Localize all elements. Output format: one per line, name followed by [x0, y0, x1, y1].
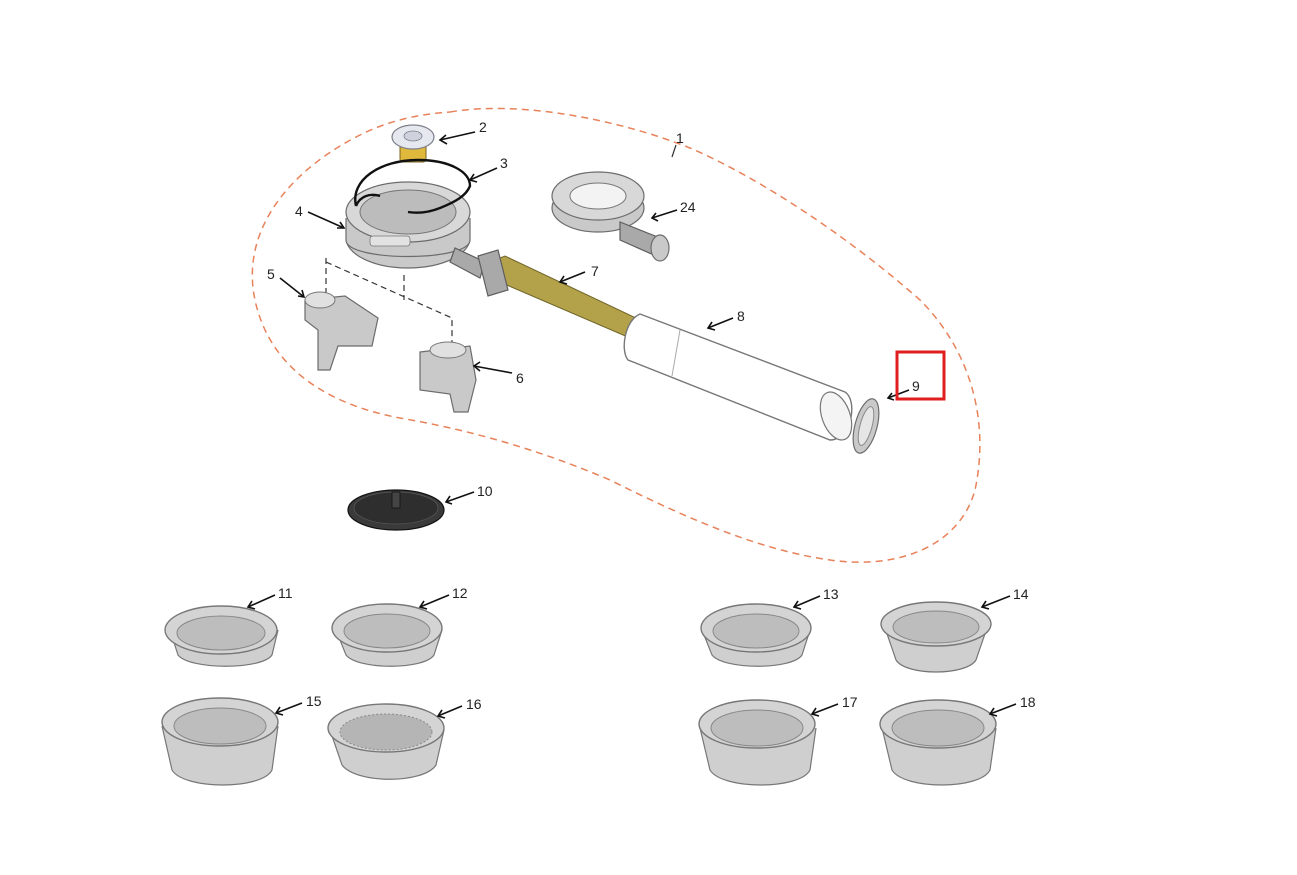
- basket-15: [161, 697, 279, 786]
- callout-label-2: 2: [479, 119, 487, 135]
- callout-label-6: 6: [516, 370, 524, 386]
- part-8-handle: [623, 313, 853, 441]
- basket-12: [331, 603, 443, 667]
- assembly-boundary-outline: [251, 107, 981, 563]
- callout-label-16: 16: [466, 696, 482, 712]
- part-3-spring-clip: [354, 158, 472, 214]
- callout-label-5: 5: [267, 266, 275, 282]
- basket-13: [700, 603, 812, 667]
- basket-14: [880, 601, 992, 673]
- callout-1-leader: [671, 144, 677, 158]
- callout-label-10: 10: [477, 483, 493, 499]
- part-5-single-spout: [304, 291, 379, 371]
- callout-label-12: 12: [452, 585, 468, 601]
- highlight-box-callout-9: [895, 350, 946, 401]
- callout-label-11: 11: [278, 585, 293, 601]
- part-7-shaft: [477, 249, 641, 339]
- callout-label-24: 24: [680, 199, 696, 215]
- part-2-valve: [391, 124, 435, 163]
- callout-label-14: 14: [1013, 586, 1029, 602]
- basket-18: [879, 699, 997, 786]
- basket-11: [164, 605, 279, 667]
- part-10-gasket: [347, 489, 445, 531]
- part-24-alternate-head: [551, 171, 670, 262]
- callout-label-15: 15: [306, 693, 322, 709]
- callout-label-18: 18: [1020, 694, 1036, 710]
- callout-label-3: 3: [500, 155, 508, 171]
- callout-label-1: 1: [676, 130, 684, 146]
- callout-label-8: 8: [737, 308, 745, 324]
- callout-arrows: [246, 131, 1017, 719]
- basket-16: [327, 703, 445, 780]
- callout-label-17: 17: [842, 694, 858, 710]
- callout-label-9: 9: [912, 378, 920, 394]
- callout-label-13: 13: [823, 586, 839, 602]
- part-6-double-spout: [419, 341, 477, 413]
- callout-label-7: 7: [591, 263, 599, 279]
- basket-17: [698, 699, 817, 786]
- part-9-end-cap: [852, 398, 880, 454]
- callout-label-4: 4: [295, 203, 303, 219]
